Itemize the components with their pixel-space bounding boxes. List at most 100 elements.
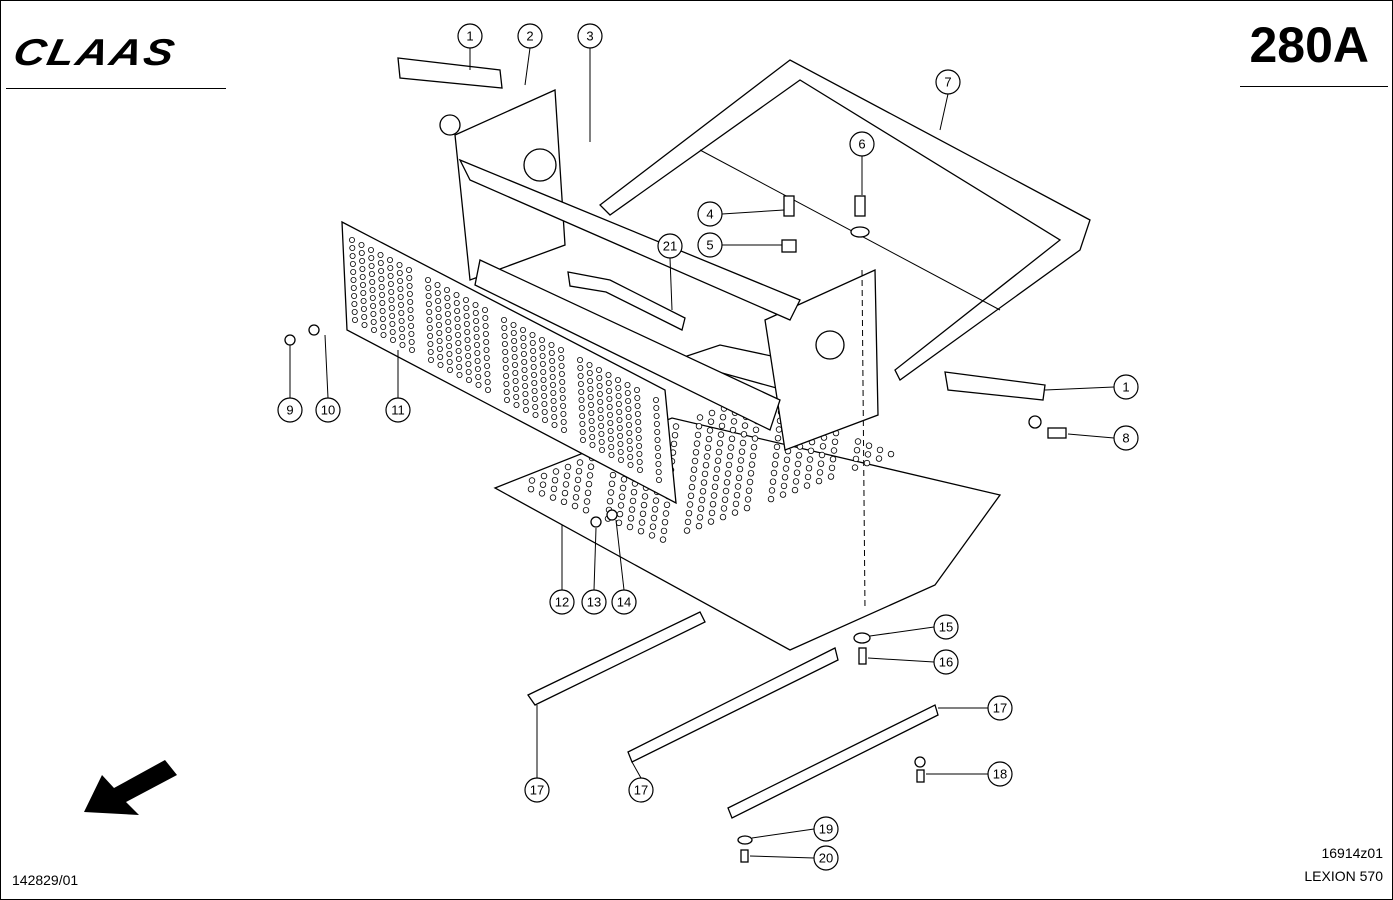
side-rail-frame	[599, 59, 1091, 381]
perforation-hole	[715, 448, 723, 456]
perforation-hole	[559, 378, 566, 385]
perforation-hole	[541, 392, 548, 399]
perforation-hole	[655, 452, 662, 459]
perforation-hole	[453, 291, 460, 298]
perforation-hole	[473, 341, 480, 348]
perforation-hole	[792, 478, 800, 485]
perforation-hole	[625, 405, 632, 412]
perforation-hole	[369, 286, 376, 293]
perforation-hole	[511, 345, 518, 352]
perforation-hole	[615, 400, 622, 407]
perforation-hole	[531, 395, 538, 402]
perforation-hole	[708, 509, 716, 517]
perforation-hole	[408, 322, 415, 329]
callout-5: 5	[697, 232, 723, 258]
perforation-hole	[728, 435, 736, 442]
callout-group: 1 2 3 4 5 6 7 1 8 9 10 11 21 12 13 14 15…	[277, 23, 1139, 871]
perforation-hole	[523, 406, 530, 413]
perforation-hole	[351, 308, 358, 315]
perforation-hole	[579, 412, 586, 419]
perforation-hole	[607, 411, 614, 418]
svg-text:3: 3	[586, 29, 593, 44]
callout-8: 8	[1113, 425, 1139, 451]
perforation-hole	[577, 364, 584, 371]
perforation-hole	[807, 447, 815, 454]
perforation-hole	[463, 320, 470, 327]
perforation-hole	[712, 474, 720, 482]
perforation-hole	[474, 365, 481, 372]
perforation-hole	[389, 328, 396, 335]
perforation-hole	[713, 466, 721, 473]
frame-crossbar-bottom	[474, 259, 781, 431]
perforation-hole	[502, 348, 509, 355]
perforation-hole	[549, 373, 556, 380]
perforation-hole	[443, 286, 450, 293]
spacer-5	[781, 239, 797, 253]
perforation-hole	[578, 404, 585, 411]
washer-8	[1028, 415, 1042, 429]
perforation-hole	[744, 496, 752, 503]
perforation-hole	[531, 371, 538, 378]
perforation-hole	[654, 428, 661, 435]
washer-18	[914, 756, 926, 768]
callout-17-left: 17	[524, 777, 550, 803]
perforation-hole	[578, 388, 585, 395]
perforation-hole	[730, 418, 738, 425]
perforation-hole	[464, 344, 471, 351]
bolt-13	[590, 516, 602, 528]
perforation-hole	[683, 527, 691, 534]
perforation-hole	[694, 431, 702, 439]
perforation-hole	[389, 312, 396, 319]
perforation-hole	[638, 519, 646, 526]
perforation-hole	[635, 434, 642, 441]
perforation-hole	[661, 519, 669, 526]
svg-text:1: 1	[1122, 380, 1129, 395]
svg-text:8: 8	[1122, 431, 1129, 446]
perforation-hole	[634, 386, 641, 393]
perforation-hole	[662, 510, 670, 517]
perforation-hole	[654, 444, 661, 451]
perforation-hole	[503, 388, 510, 395]
perforation-hole	[521, 366, 528, 373]
perforation-hole	[532, 411, 539, 418]
perforation-hole	[598, 430, 605, 437]
perforation-hole	[626, 523, 634, 531]
perforation-hole	[605, 371, 612, 378]
perforation-hole	[408, 338, 415, 345]
perforation-hole	[586, 369, 593, 376]
perforation-hole	[539, 344, 546, 351]
perforation-hole	[596, 390, 603, 397]
perforation-hole	[768, 487, 776, 494]
perforation-hole	[463, 304, 470, 311]
perforation-hole	[396, 269, 403, 276]
perforation-hole	[456, 363, 463, 370]
bolt-18	[916, 769, 925, 783]
side-rail-crossbar	[699, 149, 1001, 311]
perforation-hole	[608, 451, 615, 458]
callout-6: 6	[849, 131, 875, 157]
perforation-hole	[378, 267, 385, 274]
perforation-hole	[818, 451, 826, 459]
perforation-hole	[578, 396, 585, 403]
perforation-hole	[607, 489, 615, 496]
header-rule-left	[6, 88, 226, 89]
perforation-hole	[588, 401, 595, 408]
perforation-hole	[427, 356, 434, 363]
perforation-hole	[625, 397, 632, 404]
perforation-hole	[628, 506, 636, 513]
machine-model: LEXION 570	[1304, 868, 1383, 884]
perforation-hole	[696, 414, 704, 421]
perforation-hole	[445, 334, 452, 341]
perforation-hole	[445, 318, 452, 325]
document-number: 142829/01	[12, 872, 79, 888]
perforation-hole	[655, 468, 662, 475]
perforation-hole	[769, 478, 777, 485]
perforation-hole	[697, 505, 705, 512]
perforation-hole	[529, 331, 536, 338]
callout-2: 2	[517, 23, 543, 49]
perforation-hole	[425, 292, 432, 299]
perforation-hole	[617, 448, 624, 455]
perforation-hole	[606, 387, 613, 394]
perforation-hole	[780, 482, 788, 490]
